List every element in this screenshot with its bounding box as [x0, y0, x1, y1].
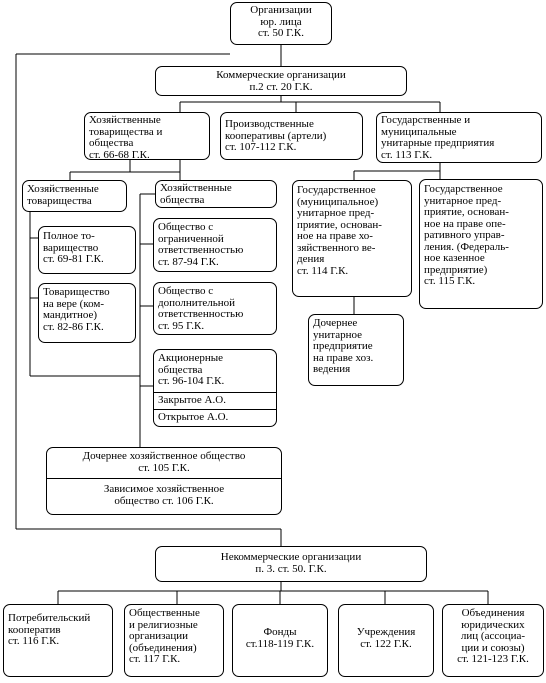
joint-stock-companies-node: Акционерные общества ст. 96-104 Г.К. Зак… [153, 349, 277, 427]
noncommercial-organizations-node: Некоммерческие организации п. 3. ст. 50.… [155, 546, 427, 582]
operational-management-enterprise-node: Государственное унитарное пред- приятие,… [419, 179, 543, 309]
jsc-divider-2 [154, 409, 276, 410]
business-partnerships-and-societies-node: Хозяйственные товарищества и общества ст… [84, 112, 210, 160]
consumer-cooperative-node: Потребительский кооператив ст. 116 Г.К. [3, 604, 113, 677]
legal-entities-node: Организации юр. лица ст. 50 Г.К. [230, 2, 332, 45]
open-jsc-label: Открытое А.О. [158, 411, 229, 423]
subsidiary-dependent-company-node: Дочернее хозяйственное общество ст. 105 … [46, 447, 282, 515]
commercial-organizations-node: Коммерческие организации п.2 ст. 20 Г.К. [155, 66, 407, 96]
llc-node: Общество с ограниченной ответственностью… [153, 218, 277, 272]
limited-partnership-node: Товарищество на вере (ком- мандитное) ст… [38, 283, 136, 343]
business-societies-node: Хозяйственные общества [155, 180, 277, 208]
subsidiary-dependent-divider [47, 478, 281, 479]
state-municipal-unitary-node: Государственные и муниципальные унитарны… [376, 112, 542, 163]
closed-jsc-label: Закрытое А.О. [158, 394, 226, 406]
associations-node: Объединения юридических лиц (ассоциа- ци… [442, 604, 544, 677]
business-partnerships-node: Хозяйственные товарищества [22, 180, 127, 212]
full-partnership-node: Полное то- варищество ст. 69-81 Г.К. [38, 226, 136, 274]
dependent-company-label: Зависимое хозяйственное общество ст. 106… [103, 483, 225, 507]
foundations-node: Фонды ст.118-119 Г.К. [232, 604, 328, 677]
jsc-title: Акционерные общества ст. 96-104 Г.К. [158, 352, 225, 387]
subsidiary-company-label: Дочернее хозяйственное общество ст. 105 … [82, 450, 246, 474]
public-religious-organizations-node: Общественные и религиозные организации (… [124, 604, 224, 677]
economic-management-enterprise-node: Государственное (муниципальное) унитарно… [292, 180, 412, 297]
additional-liability-company-node: Общество с дополнительной ответственност… [153, 282, 277, 335]
production-cooperatives-node: Производственные кооперативы (артели) ст… [220, 112, 363, 160]
institutions-node: Учреждения ст. 122 Г.К. [338, 604, 434, 677]
subsidiary-unitary-enterprise-node: Дочернее унитарное предприятие на праве … [308, 314, 404, 386]
jsc-divider-1 [154, 392, 276, 393]
